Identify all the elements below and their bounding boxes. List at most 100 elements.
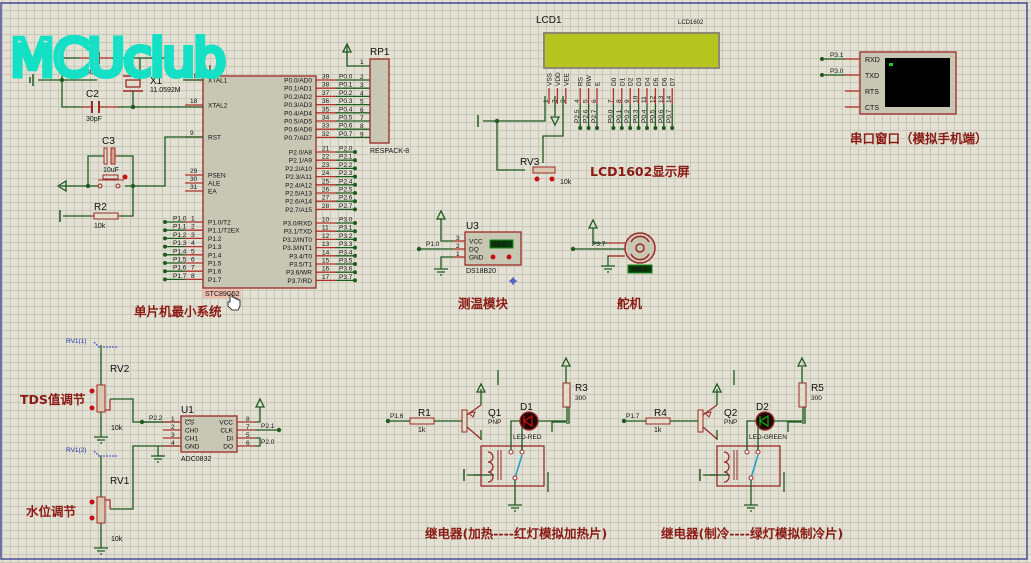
net-terminal[interactable] [353,166,357,171]
net-terminal[interactable] [661,126,666,130]
transistor-type: PNP [724,419,737,426]
net-terminal[interactable] [353,270,357,275]
net-terminal[interactable] [578,126,583,130]
relay-switch[interactable] [463,420,545,512]
net-terminal[interactable] [619,126,624,130]
adc-pin-label: CLK [220,428,233,435]
mcu-pin-label: PSEN [208,173,226,180]
capacitor-c3[interactable]: C3 10uF [102,136,119,174]
net-terminal[interactable] [163,261,167,265]
net-terminal[interactable] [163,228,167,233]
net-terminal[interactable] [353,278,357,283]
mcu-pin-number: 23 [322,162,330,169]
net-terminal[interactable] [353,262,357,266]
net-terminal[interactable] [353,253,357,258]
potentiometer-rv1[interactable]: RV1 10k RV1(2) 水位调节 [26,445,179,555]
lcd-pin-label: D1 [619,77,626,86]
net-terminal[interactable] [628,126,633,130]
svg-text:LCD1602: LCD1602 [678,20,704,26]
net-terminal[interactable] [163,236,167,241]
servo-motor[interactable]: +00.0 P3.7 舵机 [570,218,656,311]
resistor-body [645,417,671,425]
svg-text:P3.7: P3.7 [592,241,606,248]
crystal-x1[interactable]: X1 11.0592M [123,75,181,107]
net-terminal[interactable] [353,158,357,163]
net-terminal[interactable] [645,126,649,130]
net-terminal[interactable] [163,269,167,274]
net-terminal[interactable] [653,126,658,130]
net-terminal[interactable] [353,182,357,187]
net-terminal[interactable] [353,199,357,204]
mcu-pin-label: P1.7 [208,277,222,284]
adc-pin-number: 3 [171,432,175,439]
mcu-body[interactable] [202,75,317,289]
net-terminal[interactable] [163,244,167,249]
net-terminal[interactable] [353,150,357,154]
capacitor-c2[interactable]: C2 30pF [82,89,118,123]
net-terminal[interactable] [163,252,167,257]
net-terminal[interactable] [621,418,627,424]
lcd-pin-label: D6 [661,77,668,86]
svg-text:ADC0832: ADC0832 [181,456,211,463]
relay-caption: 继电器(加热----红灯模拟加热片) [425,526,607,541]
net-terminal[interactable] [820,57,824,61]
rp1-pin-number: 8 [360,123,364,130]
potentiometer-rv3[interactable]: RV3 10k [520,157,572,186]
net-terminal[interactable] [353,174,357,179]
net-terminal[interactable] [353,245,357,250]
mcu-pin-number: 6 [191,257,195,264]
rp1-pin-number: 7 [360,115,364,122]
net-terminal[interactable] [820,73,824,77]
ds18b20-pin-number: 1 [456,251,460,258]
lcd-pins: VSS1VDD2VEE3RS4P2.5RW5P2.6E6P2.7D07P0.0D… [543,72,677,130]
lcd-pin-label: D3 [636,77,643,86]
potentiometer-rv2[interactable]: RV2 10k RV1(1) TDS值调节 [20,338,179,444]
net-terminal[interactable] [353,191,357,195]
net-terminal[interactable] [611,126,616,130]
net-terminal[interactable] [163,220,167,224]
mcu-pin-number: 17 [322,274,330,281]
oscillator-circuit[interactable]: C1 30pF C2 30pF X1 11.0592M [29,41,203,123]
svg-text:10k: 10k [94,223,106,230]
resistor-value: 1k [654,427,662,434]
respack-rp1[interactable]: RP1 RESPACK-8 1 [341,42,409,155]
net-terminal[interactable] [595,126,599,130]
net-terminal[interactable] [636,126,641,130]
svg-text:R2: R2 [94,202,107,213]
resistor-r2[interactable]: R2 10k [91,202,121,230]
lcd-pin-label: VDD [555,72,562,86]
net-terminal[interactable] [353,237,357,242]
net-terminal[interactable] [353,229,357,234]
net-label: P0.7 [666,109,673,123]
led-diode-icon [522,414,533,428]
resistor-ref: R3 [575,383,588,394]
reset-button[interactable] [97,174,128,189]
net-terminal[interactable] [163,277,167,282]
reset-circuit[interactable]: C3 10uF R2 10k [56,136,203,230]
mcu-pin-number: 35 [322,106,330,113]
lcd-pin-number: 7 [607,99,614,103]
lcd1602[interactable]: LCD1 LCD1602 VSS1VDD2VEE3RS4P2.5RW5P2.6E… [477,15,720,186]
net-terminal[interactable] [670,126,675,130]
net-terminal[interactable] [385,418,391,424]
net-terminal[interactable] [353,221,357,225]
relay-switch[interactable] [699,420,781,512]
capacitor-c1[interactable]: C1 30pF [80,41,112,76]
net-terminal[interactable] [353,207,357,212]
net-terminal[interactable] [586,126,591,130]
